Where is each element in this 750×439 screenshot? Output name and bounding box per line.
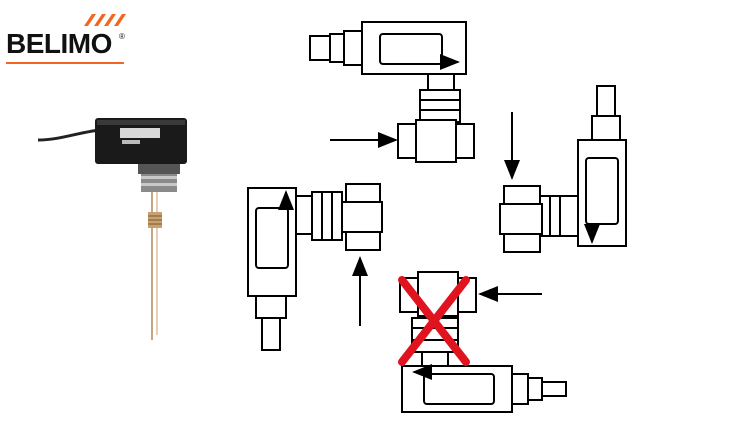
belimo-logo: BELIMO ®: [6, 10, 128, 70]
orientation-vertical-down-valid: [499, 85, 627, 253]
product-photo: [37, 118, 187, 340]
orientation-horizontal-top-valid: [309, 21, 475, 163]
logo-underline: [6, 62, 124, 64]
logo-registered-mark: ®: [119, 32, 125, 41]
logo-wordmark: BELIMO: [6, 28, 112, 59]
logo-chevrons-icon: [84, 14, 126, 26]
orientation-vertical-up-valid: [247, 183, 383, 351]
invalid-cross-icon: [398, 276, 470, 366]
orientation-horizontal-bottom-invalid: [399, 271, 567, 413]
